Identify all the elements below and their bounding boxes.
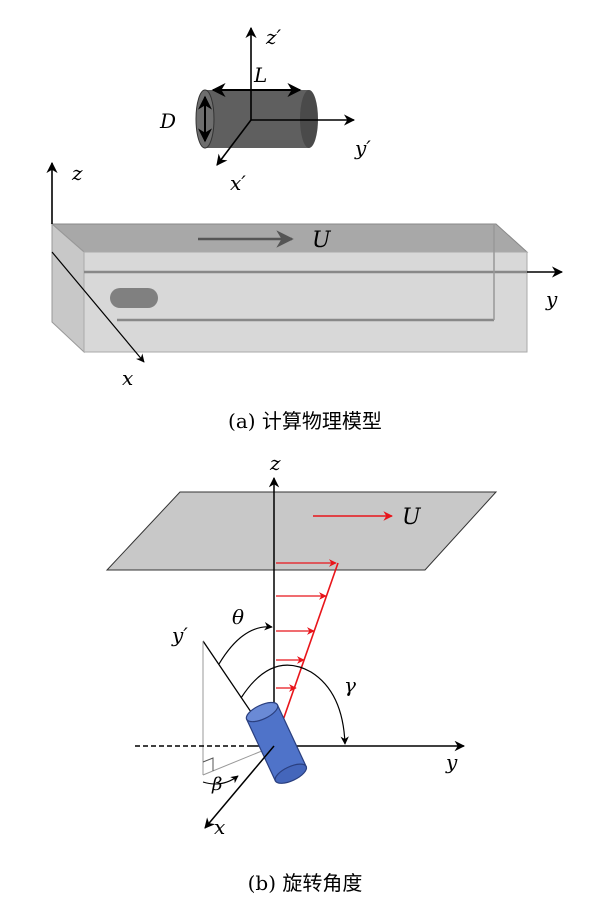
label-y-prime: y′	[354, 136, 371, 160]
caption-b: (b) 旋转角度	[248, 871, 363, 895]
label-D: D	[159, 109, 176, 133]
label-z-b: z	[269, 451, 281, 475]
figure-a: z′ L D y′ x′ U z y x (a) 计算物理模型	[46, 25, 564, 433]
label-L: L	[253, 63, 267, 87]
caption-a: (a) 计算物理模型	[228, 409, 382, 433]
label-gamma: γ	[344, 673, 356, 697]
figure-b: z U y′ θ γ y	[105, 451, 498, 895]
label-theta: θ	[232, 605, 244, 629]
label-U-a: U	[312, 228, 332, 253]
theta-arc	[218, 622, 273, 665]
label-x-b: x	[214, 815, 225, 839]
cylinder-b	[245, 701, 308, 784]
label-z-prime: z′	[265, 25, 282, 49]
x-axis-a	[51, 251, 145, 363]
x-prime-axis	[216, 119, 252, 166]
label-beta: β	[211, 774, 222, 795]
label-y-prime-b: y′	[171, 623, 188, 647]
velocity-profile	[273, 559, 339, 747]
label-z-a: z	[71, 161, 83, 185]
x-axis-b	[204, 745, 275, 829]
cylinder-in-channel	[110, 288, 158, 308]
plate	[105, 491, 498, 571]
label-x-prime: x′	[230, 171, 246, 195]
beta-arc	[202, 775, 239, 785]
label-U-b: U	[402, 505, 422, 530]
label-y-a: y	[545, 287, 558, 311]
gamma-arc	[240, 664, 349, 745]
label-y-b: y	[445, 750, 458, 774]
channel-box	[50, 222, 529, 354]
label-x-a: x	[122, 366, 133, 390]
cylinder-a	[195, 89, 318, 149]
